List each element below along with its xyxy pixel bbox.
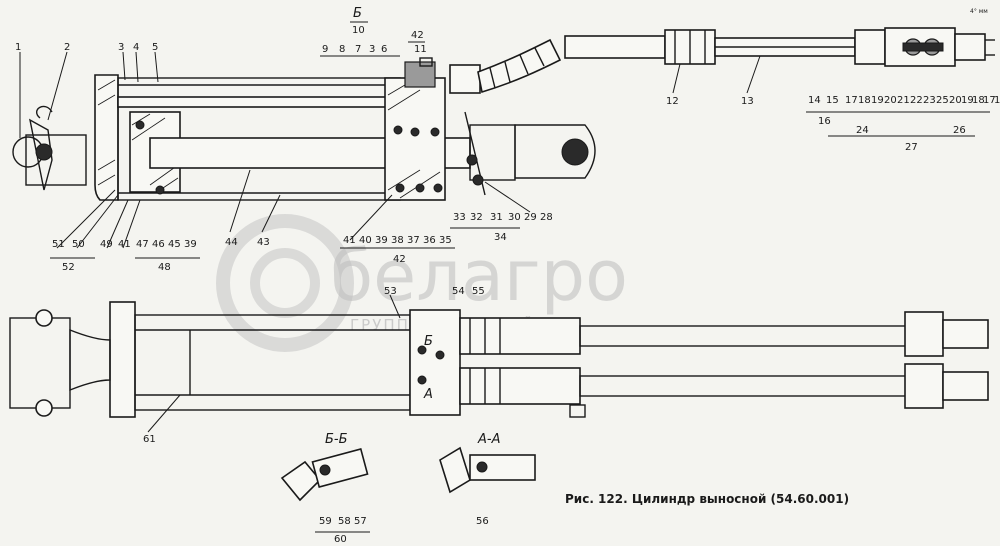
label: 39	[184, 239, 197, 250]
section-b-letter: Б	[353, 6, 362, 21]
label: 60	[334, 534, 347, 545]
section-aa-detail	[439, 446, 536, 494]
label: 4	[133, 42, 139, 53]
label: 25	[936, 95, 949, 106]
label: 18	[858, 95, 871, 106]
label: 1	[15, 42, 21, 53]
label: 14	[808, 95, 821, 106]
label: 52	[62, 262, 75, 273]
label: 22	[910, 95, 923, 106]
label: 50	[72, 239, 85, 250]
label: 11	[414, 44, 427, 55]
label: 41	[343, 235, 356, 246]
label: 32	[470, 212, 483, 223]
label: 6	[381, 44, 387, 55]
section-bb-title: Б-Б	[325, 432, 348, 447]
label: 23	[923, 95, 936, 106]
label: 49	[100, 239, 113, 250]
label: 57	[354, 516, 367, 527]
label: 19	[961, 95, 974, 106]
label: 41	[118, 239, 131, 250]
label: 40	[359, 235, 372, 246]
label: 5	[152, 42, 158, 53]
label: 20	[949, 95, 962, 106]
label: 29	[524, 212, 537, 223]
corner-mark: 4° мм	[970, 8, 988, 15]
label: 36	[423, 235, 436, 246]
label: 18	[972, 95, 985, 106]
label: 54	[452, 286, 465, 297]
view-marker-a: А	[423, 387, 433, 402]
label: 21	[897, 95, 910, 106]
figure-caption: Рис. 122. Цилиндр выносной (54.60.001)	[565, 492, 849, 506]
label: 16	[994, 95, 1000, 106]
label: 3	[369, 44, 375, 55]
label: 31	[490, 212, 503, 223]
label: 30	[508, 212, 521, 223]
label: 9	[322, 44, 328, 55]
label: 44	[225, 237, 238, 248]
label: 56	[476, 516, 489, 527]
label: 17	[983, 95, 996, 106]
hose-assembly	[449, 27, 995, 94]
label: 47	[136, 239, 149, 250]
label: 12	[666, 96, 679, 107]
label: 26	[953, 125, 966, 136]
section-bb-detail	[280, 447, 369, 502]
label: 35	[439, 235, 452, 246]
label: 45	[168, 239, 181, 250]
label: 48	[158, 262, 171, 273]
label: 58	[338, 516, 351, 527]
label: 8	[339, 44, 345, 55]
label: 24	[856, 125, 869, 136]
upper-sectional-view	[12, 57, 596, 201]
label: 53	[384, 286, 397, 297]
label: 13	[741, 96, 754, 107]
label: 42	[411, 30, 424, 41]
view-marker-b: Б	[424, 334, 433, 349]
label: 7	[355, 44, 361, 55]
label: 17	[845, 95, 858, 106]
label: 37	[407, 235, 420, 246]
label: 39	[375, 235, 388, 246]
label: 61	[143, 434, 156, 445]
label: 20	[884, 95, 897, 106]
label: 16	[818, 116, 831, 127]
label: 3	[118, 42, 124, 53]
section-aa-title: А-А	[477, 432, 500, 447]
label: 38	[391, 235, 404, 246]
label: 28	[540, 212, 553, 223]
label: 42	[393, 254, 406, 265]
label: 59	[319, 516, 332, 527]
endcap-hatch	[97, 79, 116, 186]
label: 19	[871, 95, 884, 106]
label: 33	[453, 212, 466, 223]
label: 27	[905, 142, 918, 153]
callout-labels: 1 2 3 4 5 Б 10 42 11 9 8 7 3 6 12 13 14 …	[15, 6, 1000, 545]
label: 34	[494, 232, 507, 243]
watermark-main: белагро	[330, 235, 628, 317]
label: 10	[352, 25, 365, 36]
label: 55	[472, 286, 485, 297]
leader-lines	[19, 51, 990, 533]
label: 15	[826, 95, 839, 106]
watermark: белагро ГРУППА КОМПАНИЙ	[216, 214, 628, 352]
lower-exterior-view	[9, 301, 989, 418]
label: 2	[64, 42, 70, 53]
label: 43	[257, 237, 270, 248]
label: 51	[52, 239, 65, 250]
label: 46	[152, 239, 165, 250]
